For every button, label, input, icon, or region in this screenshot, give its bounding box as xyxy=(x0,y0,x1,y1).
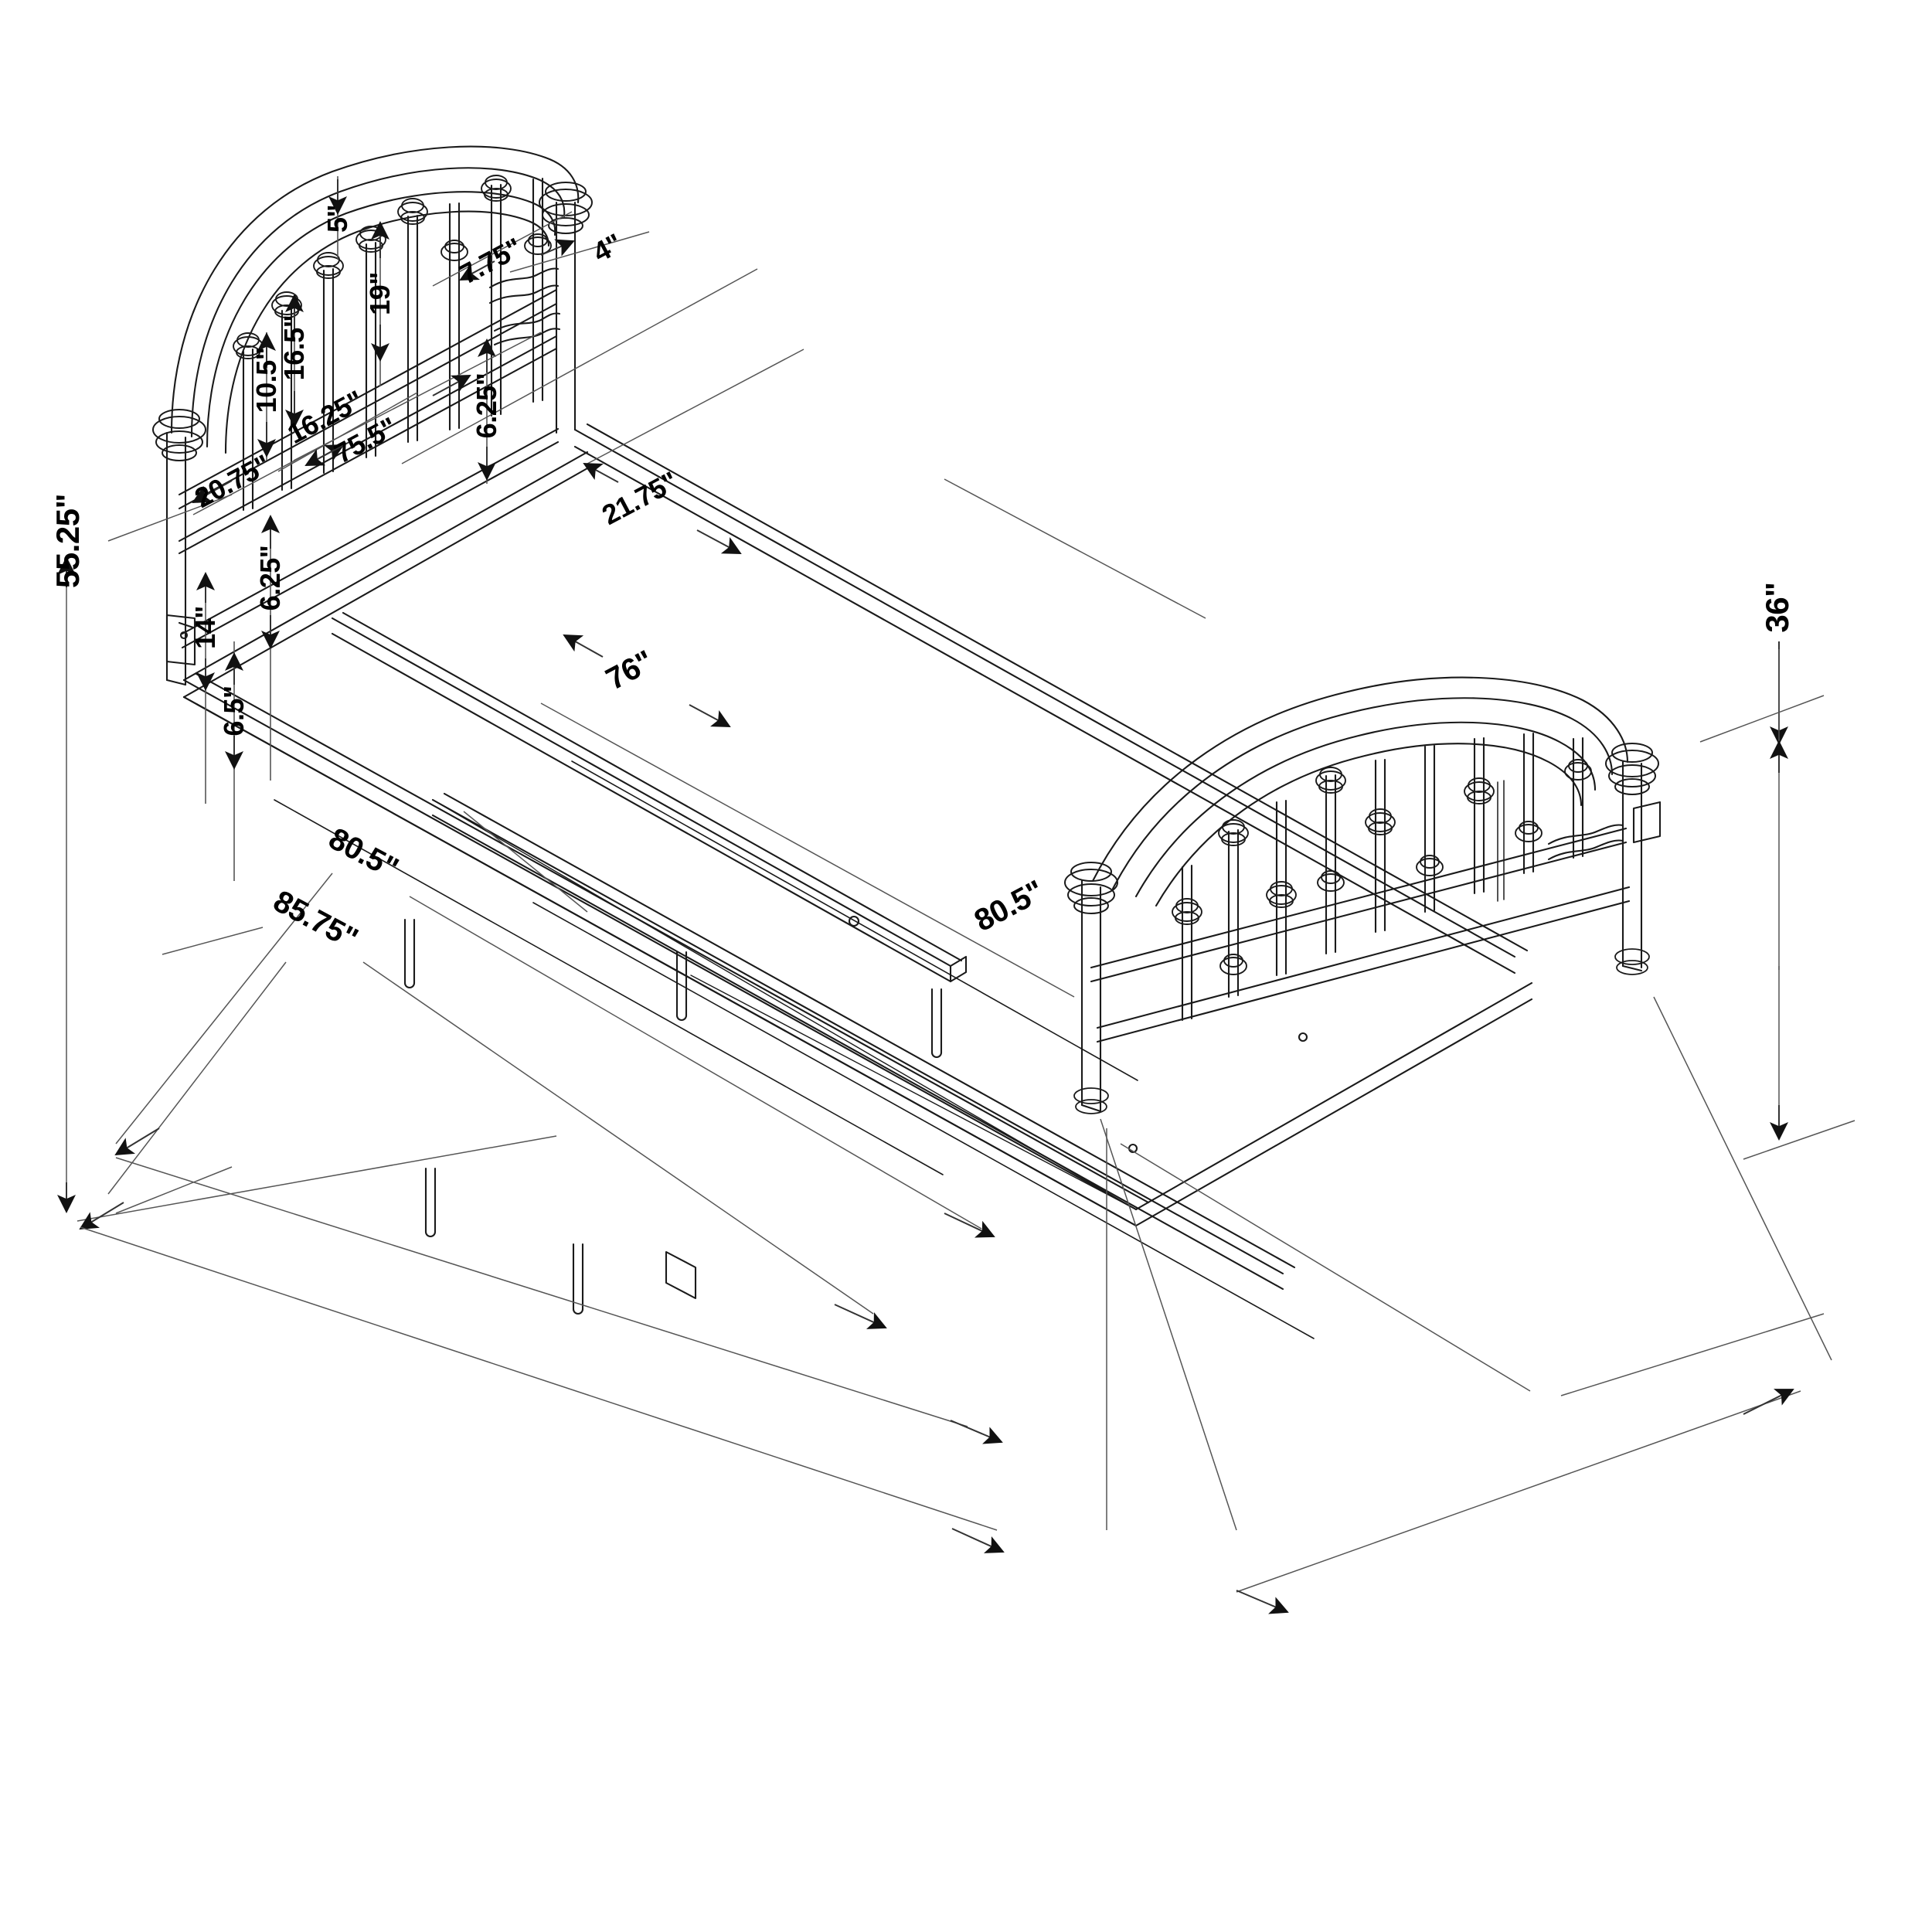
dimension-label-headboard-spindle-19: 19" xyxy=(364,272,396,315)
dimension-label-headboard-spindle-10-5: 10.5" xyxy=(250,347,282,413)
dimension-label-headboard-arch-top-gap: 5" xyxy=(321,204,353,233)
dimension-label-side-rail-6-25: 6.25" xyxy=(254,545,286,611)
dimension-label-deck-height-14: 14" xyxy=(189,606,221,649)
dimension-label-clearance-6-5: 6.5" xyxy=(218,685,250,736)
dimension-label-headboard-height-55-25: 55.25" xyxy=(49,493,86,589)
dimension-label-footboard-height-36: 36" xyxy=(1759,582,1795,633)
dimension-label-headboard-spindle-16-5: 16.5" xyxy=(278,315,310,381)
dimension-label-headboard-panel-6-25: 6.25" xyxy=(471,372,502,439)
